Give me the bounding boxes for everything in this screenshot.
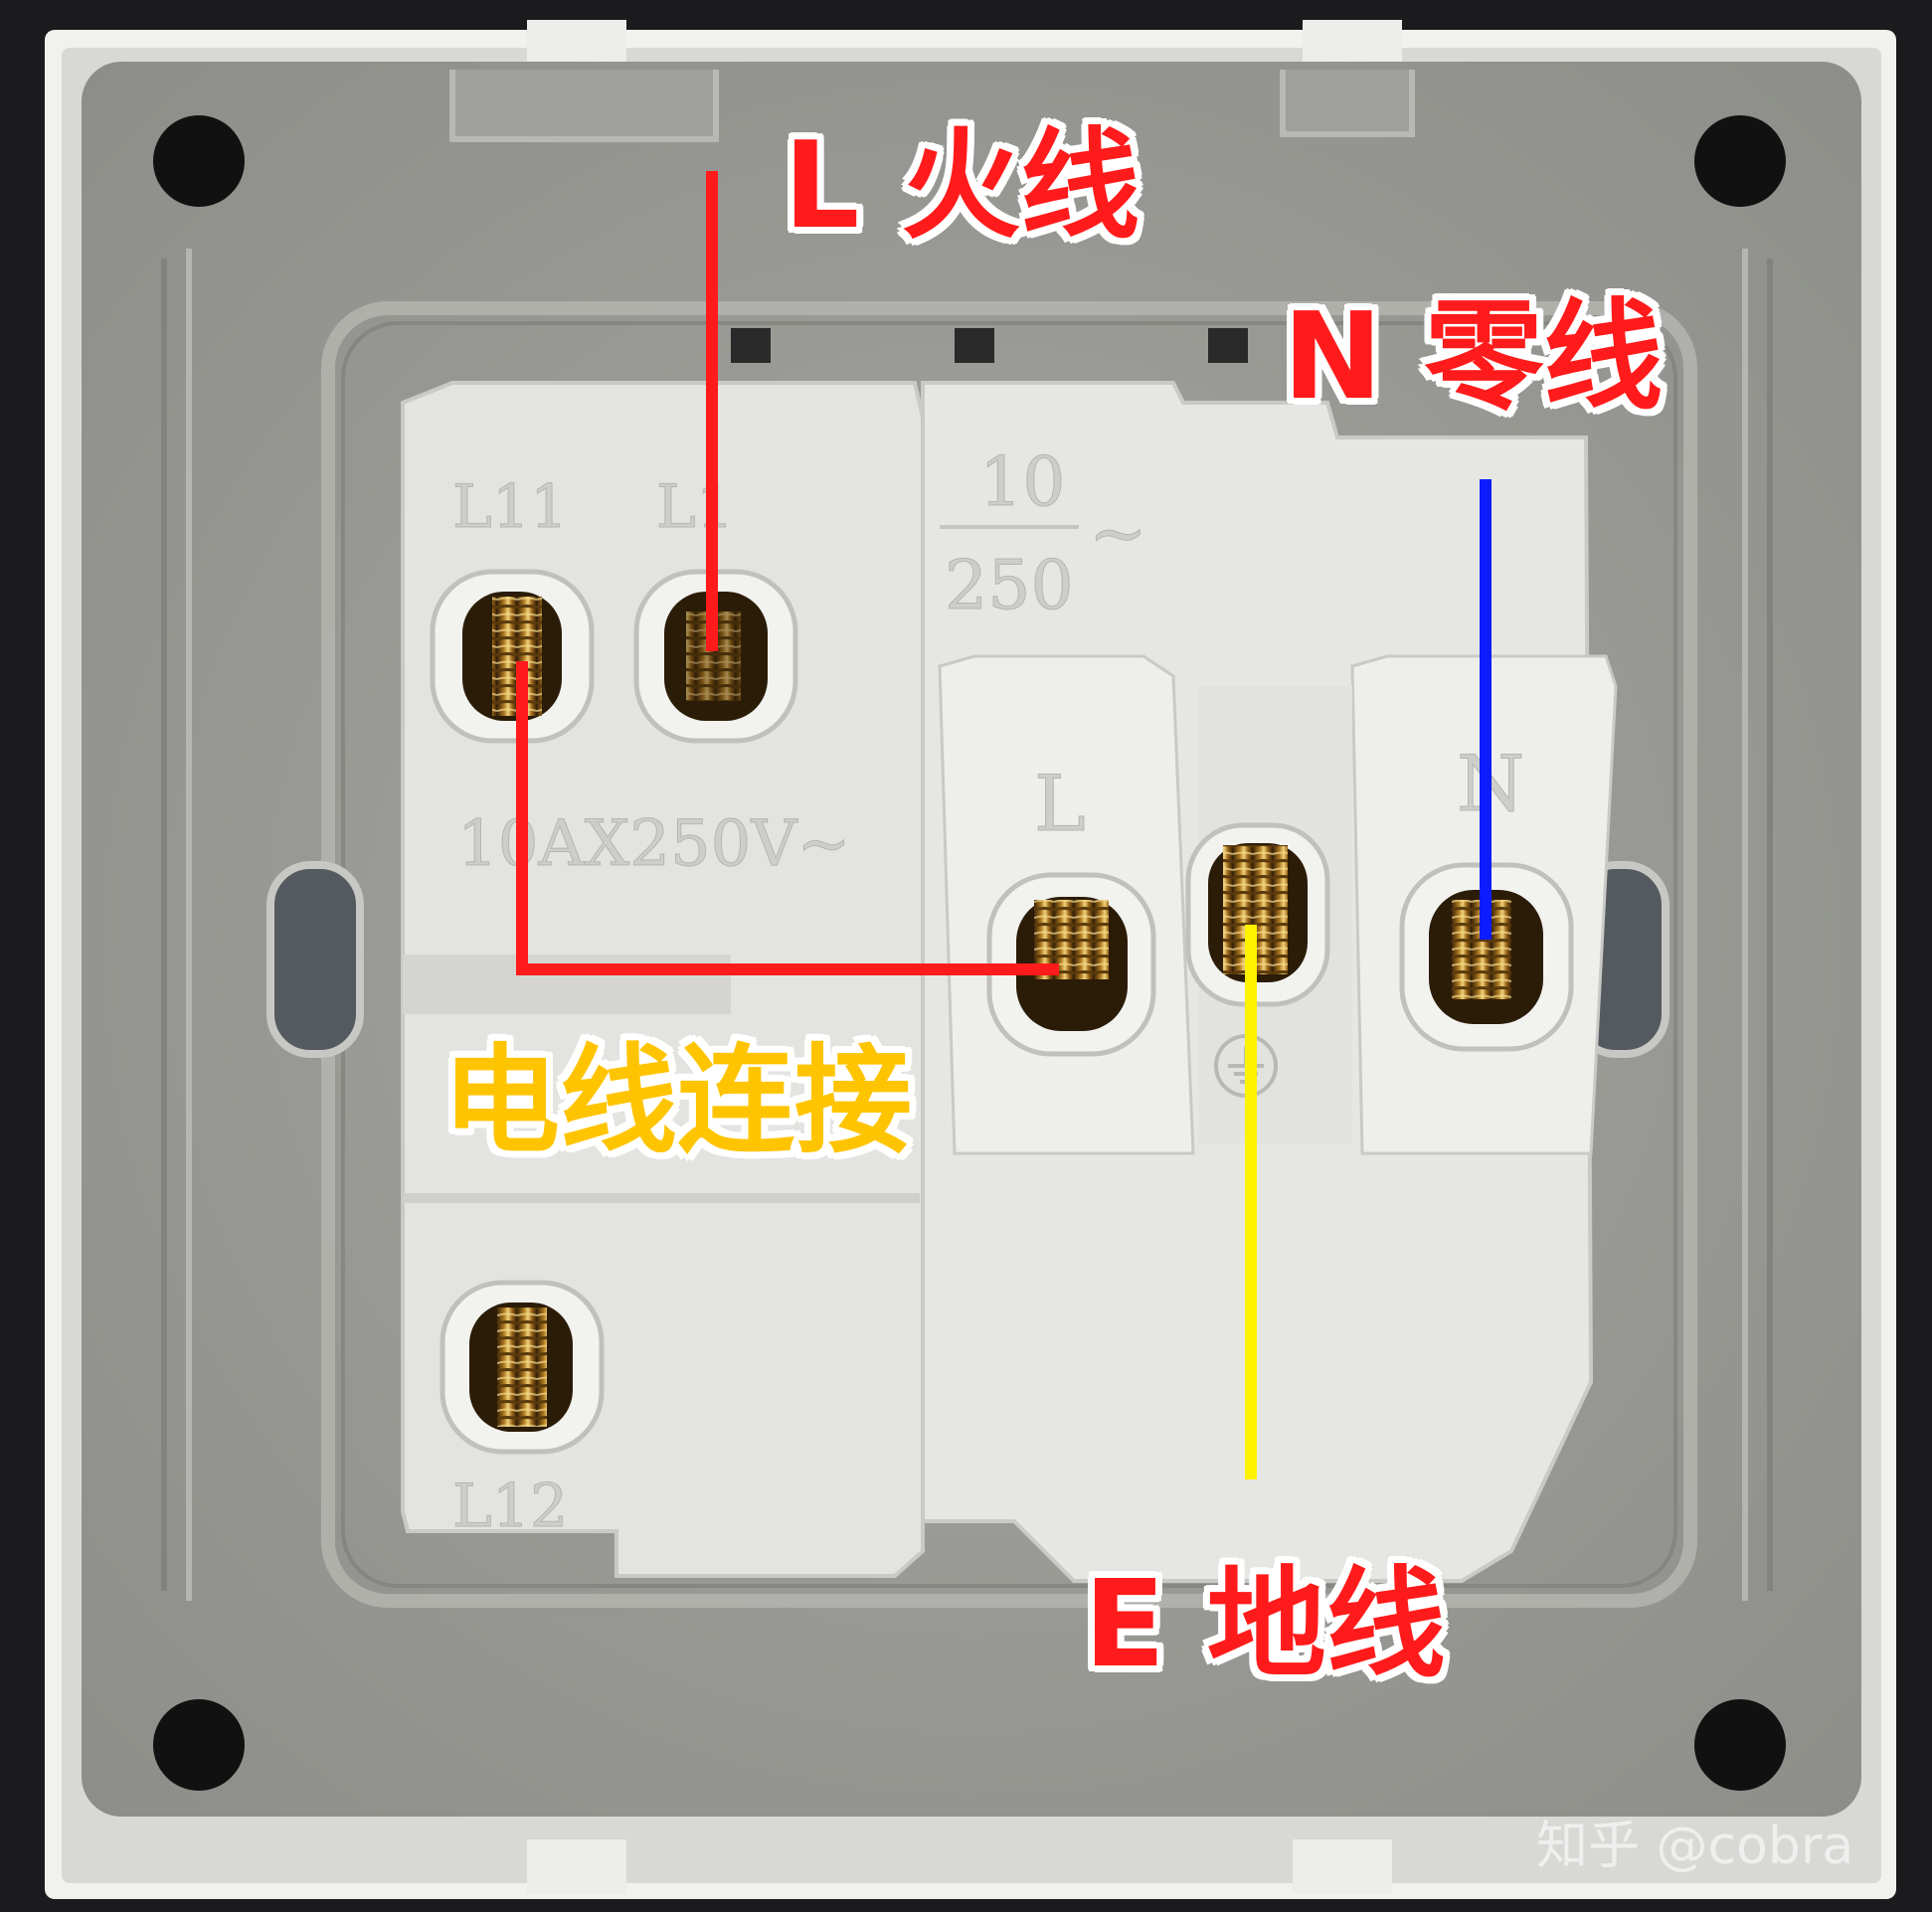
neutral-wire-label: N 零线 <box>1283 288 1664 427</box>
embossed-l11: L11 <box>452 472 568 542</box>
earth-wire-label: E 地线 <box>1084 1556 1446 1694</box>
embossed-voltage: 250 <box>945 547 1074 625</box>
mounting-hole-icon <box>153 115 1786 1791</box>
live-wire-label: L 火线 <box>784 117 1141 256</box>
brass-screw-terminal-icon <box>430 569 1574 1455</box>
watermark: 知乎 @cobra <box>1536 1817 1854 1876</box>
connection-wire-marker <box>516 661 1059 975</box>
embossed-l12: L12 <box>452 1472 568 1541</box>
left-slot <box>266 861 364 1058</box>
embossed-current: 10 <box>979 443 1066 522</box>
bottom-clip-left <box>527 1839 626 1894</box>
embossed-tilde: ~ <box>1089 492 1147 574</box>
connection-label: 电线连接 <box>442 1032 913 1169</box>
embossed-socket-l: L <box>1034 760 1086 849</box>
bottom-clip-right <box>1293 1839 1392 1894</box>
embossed-l1: L1 <box>656 472 734 542</box>
